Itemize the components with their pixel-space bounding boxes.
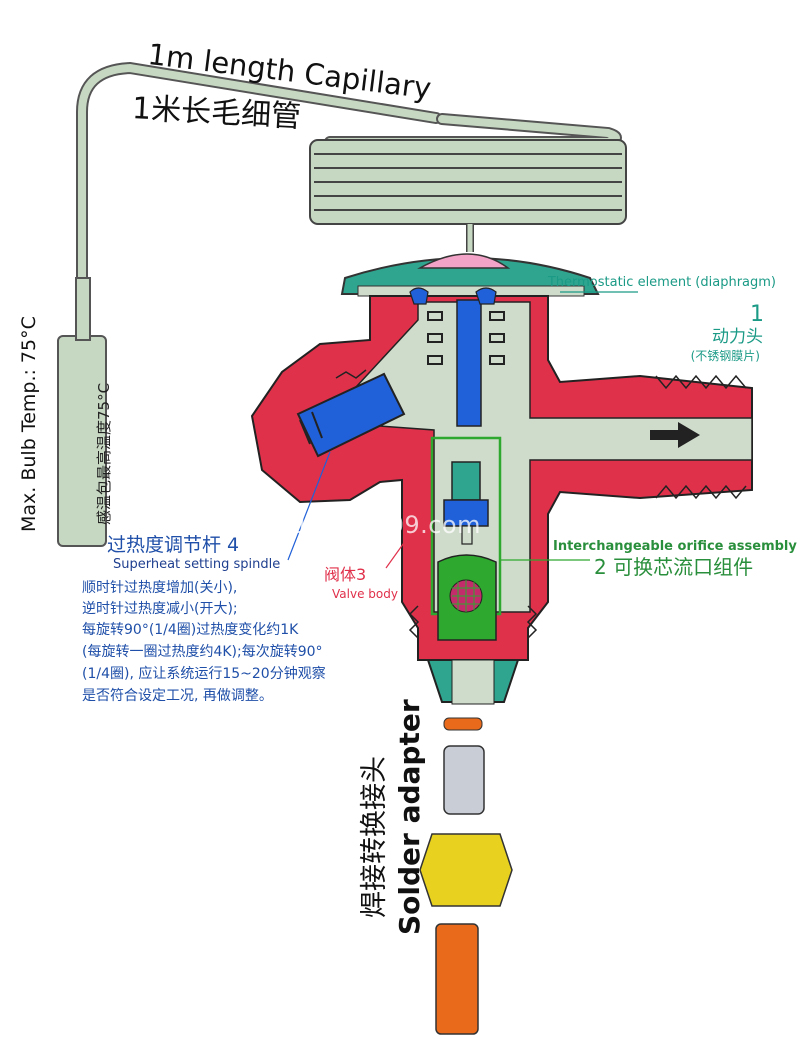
flow-direction-arrow-icon — [650, 422, 700, 448]
valve-body-label-en: Valve body — [332, 587, 398, 601]
spindle-note: 顺时针过热度增加(关小), — [82, 580, 238, 596]
push-pin — [409, 287, 497, 427]
solder-adapter-label-cn: 焊接转换接头 — [359, 756, 390, 918]
orifice-label-cn: 2 可换芯流口组件 — [594, 555, 754, 579]
superheat-spindle — [296, 369, 406, 458]
capillary-coil — [309, 139, 627, 252]
valve-body — [250, 295, 753, 661]
spindle-note: 是否符合设定工况, 再做调整。 — [82, 688, 273, 704]
leader-spindle — [287, 451, 331, 561]
orifice-label-en: Interchangeable orifice assembly — [553, 539, 797, 554]
thermostatic-sub-cn: (不锈钢膜片) — [690, 349, 760, 363]
spindle-label-en: Superheat setting spindle — [113, 557, 281, 572]
spring — [427, 311, 505, 365]
inlet-nozzle — [426, 659, 520, 705]
power-head — [340, 253, 600, 297]
mesh-filter-icon — [449, 579, 483, 613]
valve-body-label-cn: 阀体3 — [324, 565, 367, 584]
solder-adapter-parts — [419, 717, 513, 1035]
thermostatic-label-en: Thermostatic element (diaphragm) — [547, 275, 776, 290]
bulb-label-en: Max. Bulb Temp.: 75°C — [18, 316, 40, 532]
orifice-assembly — [430, 436, 502, 641]
solder-adapter-label-en: Solder adapter — [393, 699, 426, 935]
thermostatic-label-cn: 动力头 — [712, 327, 763, 347]
bulb-label-cn: 感温包最高温度75°C — [95, 382, 113, 525]
watermark: cn1511445909.com — [233, 511, 481, 539]
spindle-note: 逆时针过热度减小(开大); — [82, 601, 238, 617]
spindle-label-cn: 过热度调节杆 4 — [107, 534, 240, 556]
spindle-note: (1/4圈), 应让系统运行15~20分钟观察 — [82, 666, 326, 682]
sensing-bulb — [57, 277, 107, 547]
spindle-note: (每旋转一圈过热度约4K);每次旋转90° — [82, 644, 323, 660]
leader-valve-body — [385, 539, 407, 569]
thermostatic-number: 1 — [750, 302, 764, 327]
spindle-note: 每旋转90°(1/4圈)过热度变化约1K — [82, 622, 299, 638]
